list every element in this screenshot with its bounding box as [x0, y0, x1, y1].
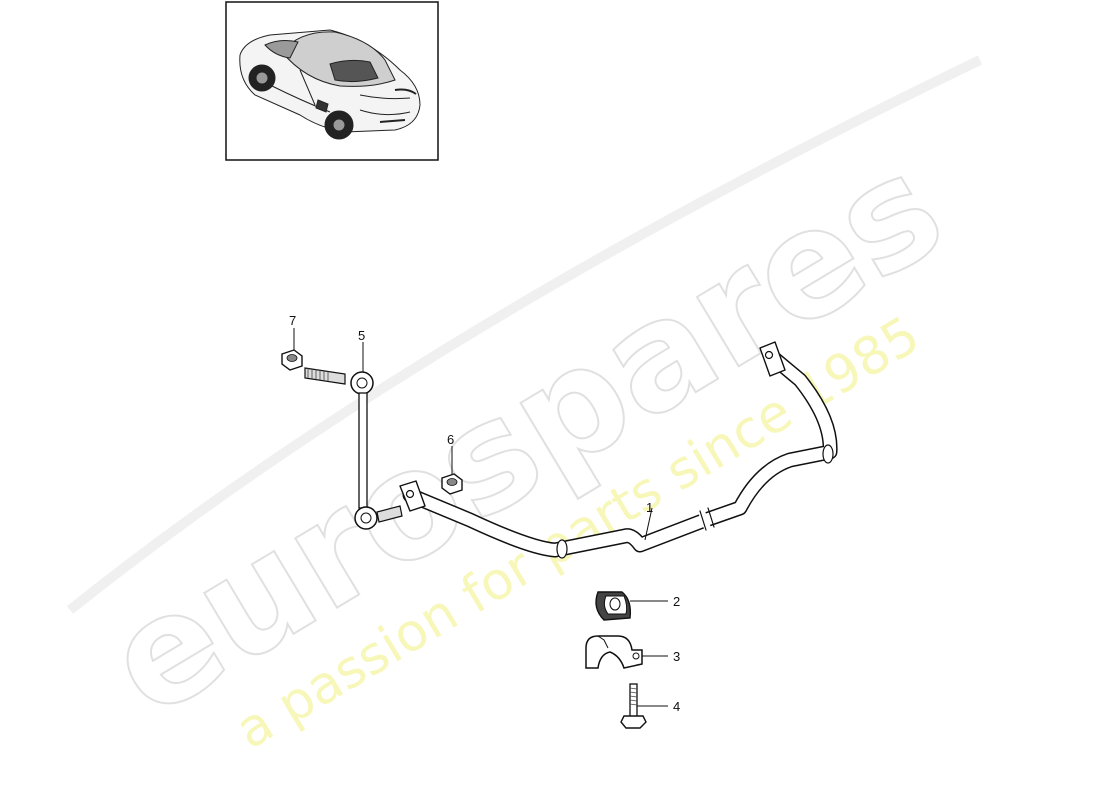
- callout-1: 1: [646, 500, 653, 515]
- stabilizer-bar: [399, 341, 838, 559]
- nut-6: [441, 473, 463, 495]
- leader-lines: [293, 328, 668, 707]
- callout-3: 3: [673, 649, 680, 664]
- rubber-bushing: [595, 591, 632, 621]
- watermark-brand: eurospares: [79, 121, 970, 750]
- hex-bolt: [620, 683, 647, 729]
- convertible-car-icon: [239, 29, 421, 140]
- callout-labels: 1 2 3 4 5 6 7: [289, 313, 680, 714]
- callout-6: 6: [447, 432, 454, 447]
- coupling-rod: [304, 367, 403, 530]
- nut-7: [281, 349, 303, 371]
- watermark: eurospares a passion for parts since 198…: [66, 55, 983, 761]
- clamp-bracket: [585, 635, 643, 669]
- callout-4: 4: [673, 699, 680, 714]
- callout-5: 5: [358, 328, 365, 343]
- callout-7: 7: [289, 313, 296, 328]
- callout-2: 2: [673, 594, 680, 609]
- vehicle-thumbnail: [225, 1, 439, 161]
